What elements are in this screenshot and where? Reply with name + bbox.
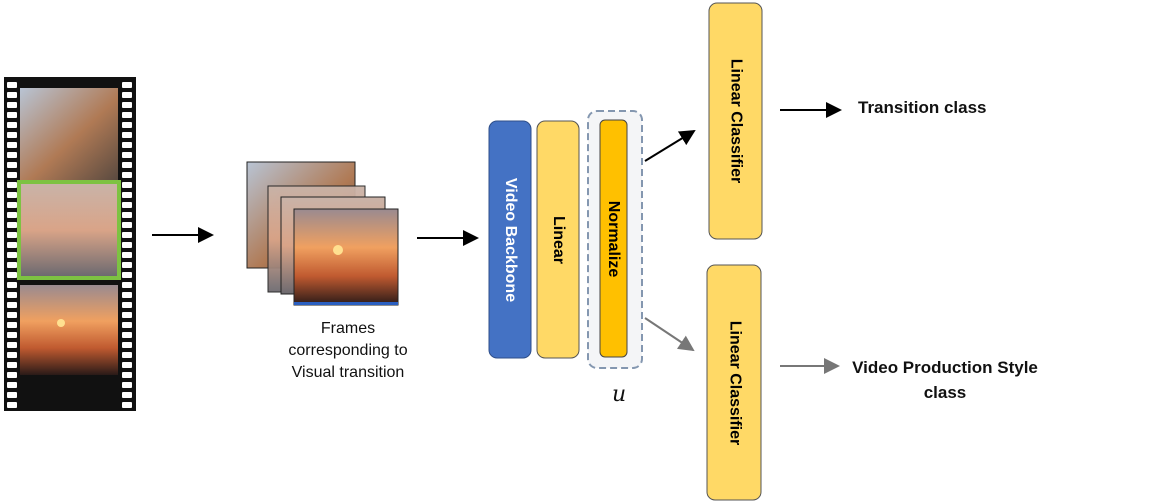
sprocket-hole [7, 302, 17, 308]
film-strip [4, 77, 136, 411]
sprocket-hole [122, 352, 132, 358]
transition-classifier-label: Linear Classifier [727, 58, 745, 184]
sprocket-hole [7, 342, 17, 348]
sprocket-hole [122, 152, 132, 158]
normalize-block [599, 119, 628, 358]
sprocket-hole [122, 172, 132, 178]
sprocket-hole [122, 102, 132, 108]
sprocket-hole [7, 282, 17, 288]
caption-line-3: Visual transition [291, 364, 405, 381]
sprocket-hole [122, 362, 132, 368]
style-class-output: Video Production Style class [840, 355, 1050, 405]
caption-line-2: corresponding to [288, 342, 408, 359]
sprocket-hole [7, 242, 17, 248]
sprocket-hole [7, 142, 17, 148]
sprocket-hole [7, 332, 17, 338]
sprocket-hole [122, 142, 132, 148]
sprocket-hole [122, 382, 132, 388]
sprocket-hole [7, 252, 17, 258]
arrow-to-transition-classifier [644, 129, 696, 162]
film-frame-3 [20, 285, 118, 375]
linear-block [536, 120, 580, 359]
sprocket-hole [7, 322, 17, 328]
sprocket-hole [7, 372, 17, 378]
sprocket-hole [7, 212, 17, 218]
sprocket-hole [122, 332, 132, 338]
sprocket-hole [7, 82, 17, 88]
sprocket-hole [7, 312, 17, 318]
film-frame-2 [20, 184, 118, 276]
sprocket-hole [122, 192, 132, 198]
group-symbol: u [612, 382, 627, 407]
sprocket-hole [7, 172, 17, 178]
sprocket-hole [122, 342, 132, 348]
highlight-frame [17, 180, 121, 280]
style-classifier-block [706, 264, 762, 501]
sprocket-hole [122, 112, 132, 118]
sprocket-hole [122, 282, 132, 288]
sprocket-hole [122, 302, 132, 308]
sprocket-hole [7, 272, 17, 278]
sprocket-hole [7, 102, 17, 108]
sprocket-hole [122, 162, 132, 168]
sprocket-hole [7, 122, 17, 128]
caption-line-1: Frames [320, 320, 376, 337]
style-output-line-2: class [923, 383, 967, 402]
frame-stack [246, 161, 399, 306]
sprocket-hole [122, 402, 132, 408]
sprocket-hole [7, 352, 17, 358]
sprocket-hole [122, 272, 132, 278]
sprocket-hole [122, 252, 132, 258]
sprocket-hole [122, 372, 132, 378]
arrow-to-style-classifier [644, 317, 695, 352]
video-backbone-label: Video Backbone [502, 177, 519, 302]
sprocket-hole [7, 292, 17, 298]
transition-classifier-block [708, 2, 763, 240]
sprocket-hole [7, 202, 17, 208]
sprocket-hole [7, 262, 17, 268]
sprocket-hole [7, 232, 17, 238]
sprocket-hole [7, 362, 17, 368]
sprocket-hole [122, 392, 132, 398]
sprocket-hole [7, 112, 17, 118]
sprocket-hole [122, 292, 132, 298]
sprocket-hole [7, 192, 17, 198]
sprocket-hole [122, 122, 132, 128]
sprocket-hole [122, 322, 132, 328]
sprocket-hole [122, 232, 132, 238]
sprocket-hole [7, 162, 17, 168]
sprocket-hole [7, 152, 17, 158]
sprocket-hole [7, 132, 17, 138]
sprocket-hole [122, 202, 132, 208]
sprocket-hole [122, 182, 132, 188]
sprocket-hole [7, 392, 17, 398]
sprocket-hole [122, 262, 132, 268]
sprocket-hole [7, 402, 17, 408]
transition-class-output: Transition class [858, 98, 987, 117]
film-frame-1 [20, 88, 118, 180]
sprocket-hole [122, 212, 132, 218]
normalize-label: Normalize [605, 200, 623, 277]
sprocket-hole [122, 222, 132, 228]
sprocket-hole [122, 132, 132, 138]
linear-label: Linear [550, 215, 568, 264]
sprocket-hole [122, 82, 132, 88]
sprocket-hole [7, 382, 17, 388]
sprocket-hole [7, 222, 17, 228]
sprocket-hole [122, 312, 132, 318]
sprocket-hole [122, 242, 132, 248]
style-output-line-1: Video Production Style [852, 358, 1038, 377]
style-classifier-label: Linear Classifier [726, 320, 743, 445]
sprocket-hole [122, 92, 132, 98]
sprocket-hole [7, 182, 17, 188]
sprocket-hole [7, 92, 17, 98]
video-backbone-block [488, 120, 532, 359]
frames-caption: Frames corresponding to Visual transitio… [268, 318, 428, 384]
